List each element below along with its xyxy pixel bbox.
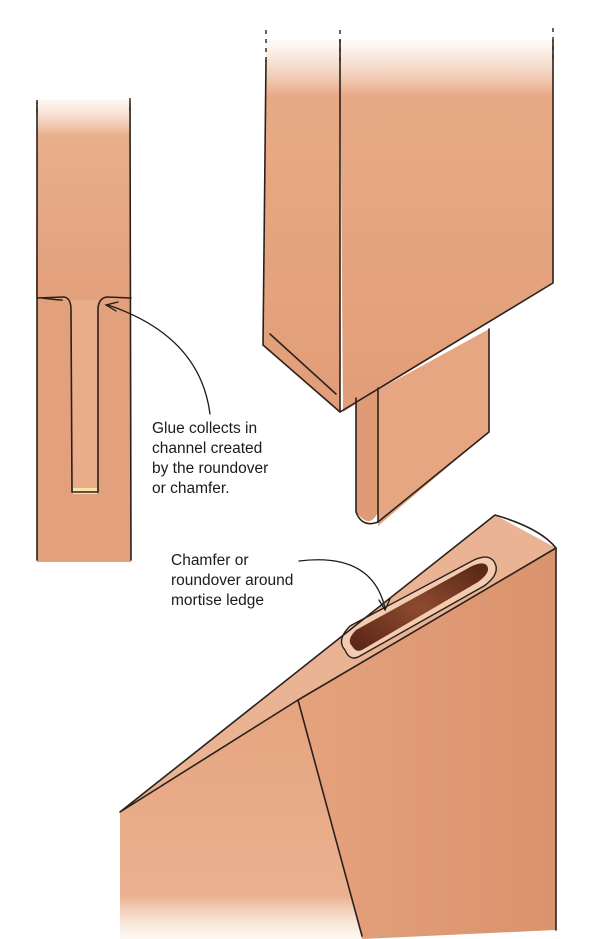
- glue-bottom: [73, 488, 97, 494]
- leg-front-face: [120, 700, 362, 939]
- glue-pocket-left: [62, 298, 70, 308]
- tenon-rail: [262, 28, 554, 526]
- mortise-section-view: [36, 98, 132, 562]
- chamfer-arrowhead: [378, 598, 391, 612]
- rail-front-face: [263, 40, 340, 412]
- mortise-leg: [119, 514, 557, 939]
- tenon-side: [378, 329, 489, 526]
- leader-arrows: [104, 301, 391, 612]
- callout-line: mortise ledge: [171, 592, 265, 609]
- tenon-slot: [70, 300, 98, 492]
- mortise-chamfer-callout: Chamfer or roundover around mortise ledg…: [171, 551, 293, 611]
- mortise-hole: [349, 563, 489, 651]
- glue-arrowhead: [104, 301, 119, 312]
- rail-side-face: [340, 40, 553, 412]
- callout-line: channel created: [152, 440, 263, 457]
- callout-line: roundover around: [171, 572, 294, 589]
- tenon-board-section: [36, 100, 131, 298]
- glue-channel-callout: Glue collects in channel created by the …: [152, 419, 268, 499]
- callout-line: Chamfer or: [171, 552, 249, 569]
- chamfer-leader-arrow: [298, 559, 386, 609]
- leg-side-face: [298, 548, 556, 939]
- callout-line: Glue collects in: [152, 420, 258, 437]
- callout-line: by the roundover: [152, 460, 269, 477]
- callout-line: or chamfer.: [152, 480, 230, 497]
- tenon-front: [356, 390, 378, 521]
- glue-leader-arrow: [107, 304, 211, 415]
